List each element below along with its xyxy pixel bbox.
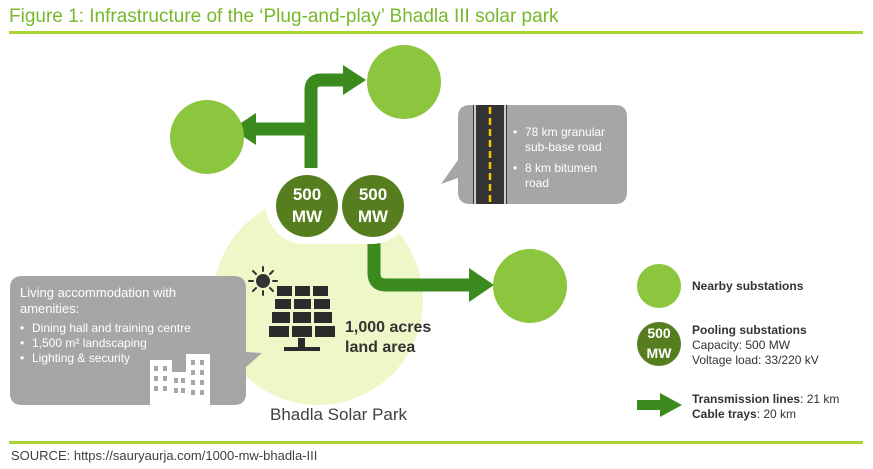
source-divider <box>9 441 863 444</box>
pooling-substation-1 <box>276 175 338 237</box>
transmission-arrow-up-right <box>304 65 366 178</box>
legend-pooling-icon <box>637 322 681 366</box>
legend-nearby-icon <box>637 264 681 308</box>
legend-nearby-label: Nearby substations <box>692 279 804 293</box>
living-item: Dining hall and training centre <box>20 321 191 336</box>
source-note: SOURCE: https://sauryaurja.com/1000-mw-b… <box>11 448 318 463</box>
living-item: Lighting & security <box>20 351 191 366</box>
transmission-arrow-left <box>232 113 318 178</box>
nearby-substation-right <box>493 249 567 323</box>
nearby-substation-top <box>367 45 441 119</box>
legend-transmission-icon <box>637 393 682 417</box>
title-divider <box>9 31 863 34</box>
buildings-icon <box>150 354 210 405</box>
transmission-arrow-down-right <box>367 240 494 302</box>
figure-title: Figure 1: Infrastructure of the ‘Plug-an… <box>9 6 559 27</box>
solar-panel-icon <box>269 286 335 351</box>
sun-icon <box>248 266 278 296</box>
pooling-substation-2 <box>342 175 404 237</box>
park-name: Bhadla Solar Park <box>270 405 408 424</box>
legend-transmission-label: Transmission lines: 21 km Cable trays: 2… <box>692 392 840 421</box>
nearby-substation-left <box>170 100 244 174</box>
living-item: 1,500 m² landscaping <box>20 336 191 351</box>
legend-pooling-label: Pooling substations Capacity: 500 MW Vol… <box>692 323 819 367</box>
